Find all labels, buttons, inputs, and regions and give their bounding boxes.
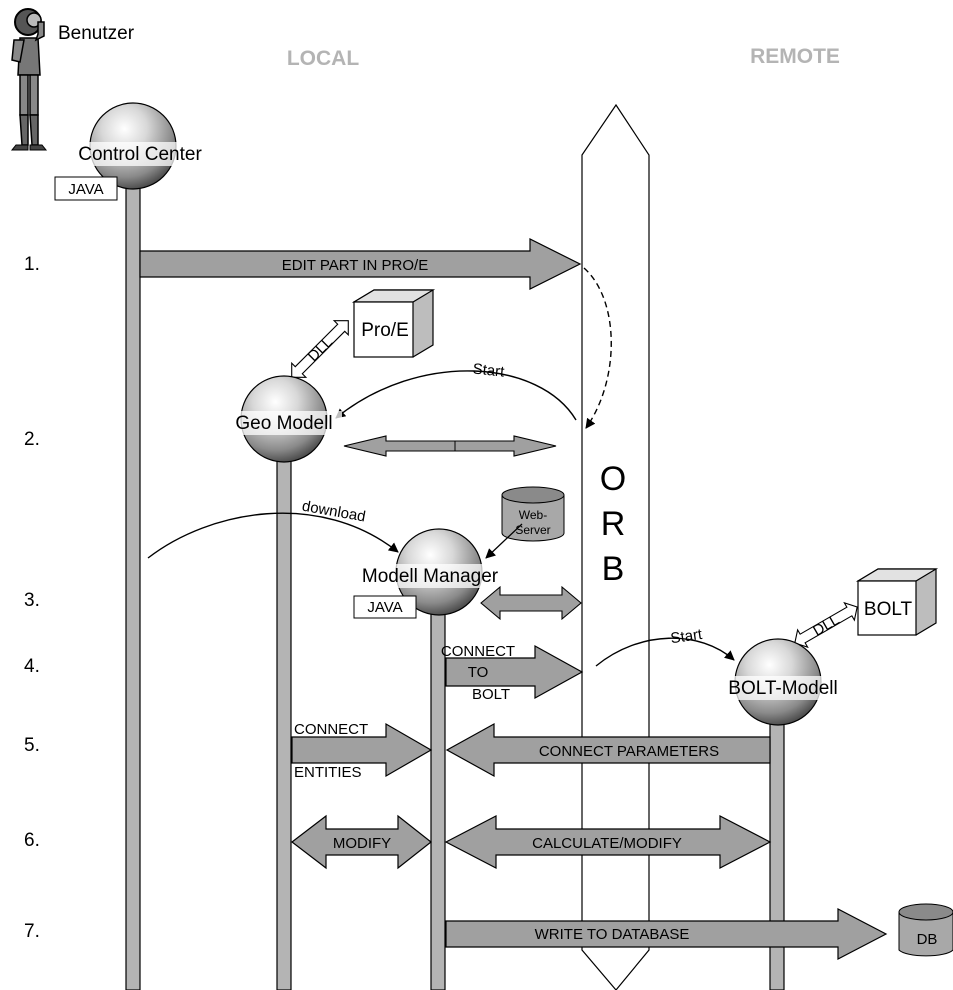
geo-modell-lifeline (276, 454, 292, 990)
start-bolt-curve (595, 637, 735, 667)
proe-label: Pro/E (361, 320, 409, 341)
connect-entities-label-1: CONNECT (294, 721, 368, 738)
modell-manager-lifeline (430, 604, 446, 990)
control-center-java-label: JAVA (68, 181, 103, 198)
local-header: LOCAL (287, 47, 359, 70)
control-center-java-tag (54, 176, 118, 201)
step-6: 6. (24, 830, 40, 851)
remote-header: REMOTE (750, 45, 840, 68)
geo-modell-label: Geo Modell (235, 413, 332, 434)
modell-manager-java-tag (353, 595, 417, 619)
calculate-modify-label: CALCULATE/MODIFY (532, 835, 682, 852)
connect-to-bolt-label-2: TO (468, 664, 489, 681)
start-geo-curve (335, 370, 577, 421)
orb-letter-o: O (600, 460, 626, 498)
start-bolt-label: Start (670, 626, 705, 647)
bolt-modell-lifeline (769, 719, 785, 990)
user-figure-icon (10, 8, 48, 151)
webserver-to-manager-arrow (485, 523, 523, 559)
bolt-box-label: BOLT (864, 599, 913, 620)
manager-orb-double-arrow (480, 585, 582, 621)
download-curve (147, 512, 399, 559)
write-database-label: WRITE TO DATABASE (535, 926, 690, 943)
dll-bolt-arrow: DLL (794, 601, 858, 649)
connect-parameters-label: CONNECT PARAMETERS (539, 743, 719, 760)
connect-to-bolt-label-1: CONNECT (441, 643, 515, 660)
user-label: Benutzer (58, 23, 135, 44)
connect-to-bolt-arrow (445, 644, 584, 700)
database-icon (898, 903, 953, 957)
geo-orb-double-arrow (343, 435, 557, 457)
webserver-database-icon (501, 486, 565, 542)
connect-entities-label-2: ENTITIES (294, 764, 362, 781)
modify-double-arrow (291, 814, 432, 870)
orb-letter-r: R (601, 505, 626, 543)
bolt-box (855, 568, 939, 636)
control-center-lifeline (125, 184, 141, 990)
download-label: download (301, 498, 367, 526)
modify-label: MODIFY (333, 835, 391, 852)
control-center-label: Control Center (78, 144, 202, 165)
connect-to-bolt-label-3: BOLT (472, 686, 510, 703)
write-database-arrow (445, 908, 888, 960)
modell-manager-java-label: JAVA (367, 599, 402, 616)
step-5: 5. (24, 735, 40, 756)
dashed-trigger-curve (583, 267, 612, 429)
connect-parameters-arrow (445, 722, 771, 778)
dll-proe-arrow: DLL (291, 320, 349, 378)
edit-part-label: EDIT PART IN PRO/E (282, 257, 428, 274)
step-7: 7. (24, 921, 40, 942)
step-4: 4. (24, 656, 40, 677)
proe-box (351, 289, 436, 358)
step-2: 2. (24, 429, 40, 450)
modell-manager-label: Modell Manager (362, 566, 499, 587)
orb-letter-b: B (602, 550, 625, 588)
webserver-label-line2: Server (515, 523, 550, 537)
bolt-modell-label: BOLT-Modell (728, 678, 837, 699)
orb-column (581, 103, 650, 990)
edit-part-arrow (139, 238, 582, 290)
step-3: 3. (24, 590, 40, 611)
step-1: 1. (24, 254, 40, 275)
connect-entities-arrow (291, 722, 433, 778)
database-label: DB (917, 931, 938, 948)
calculate-modify-double-arrow (444, 815, 772, 869)
start-geo-label: Start (472, 360, 506, 380)
webserver-label-line1: Web- (519, 508, 547, 522)
